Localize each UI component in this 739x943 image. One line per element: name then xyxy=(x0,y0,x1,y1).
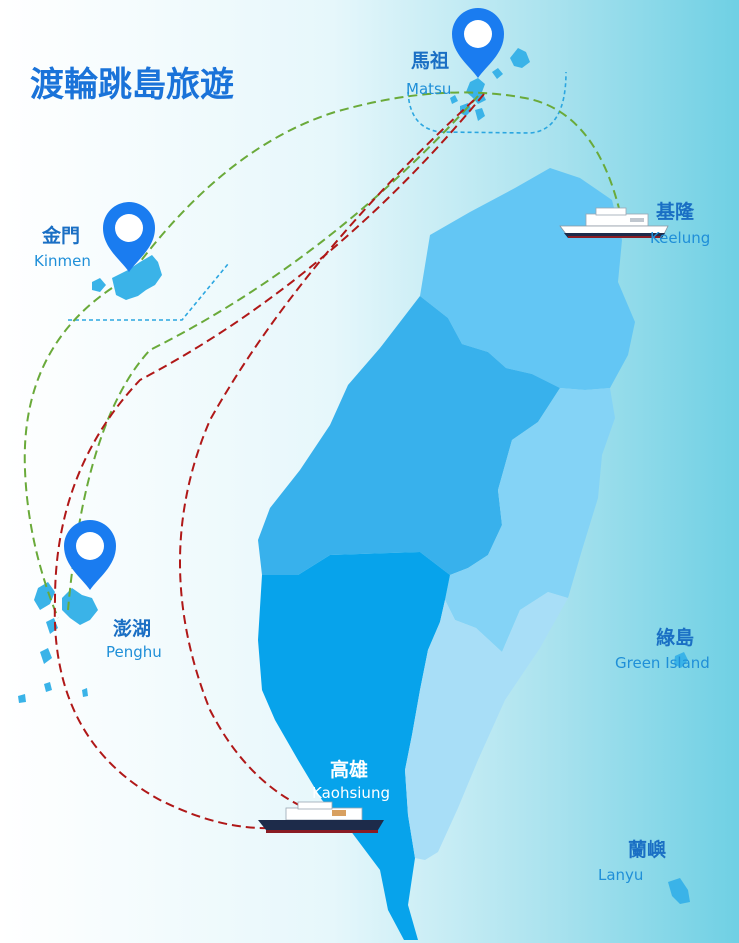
region-east xyxy=(445,388,615,652)
green-island-shape xyxy=(674,652,688,668)
label-matsu-zh: 馬祖 xyxy=(411,49,449,72)
map-title: 渡輪跳島旅遊 xyxy=(30,65,234,105)
label-kinmen-en: Kinmen xyxy=(34,252,91,270)
matsu-location-pin-icon xyxy=(452,8,504,78)
penghu-islands xyxy=(18,582,98,703)
taiwan-island xyxy=(258,168,635,940)
region-central xyxy=(258,296,560,575)
label-green-island-zh: 綠島 xyxy=(656,626,694,649)
red-routes xyxy=(53,93,485,830)
place-labels: 馬祖 Matsu 金門 Kinmen 基隆 Keelung 澎湖 Penghu … xyxy=(34,49,710,884)
keelung-ferry-ship-icon xyxy=(559,207,669,238)
label-green-island-en: Green Island xyxy=(615,654,710,672)
label-matsu-en: Matsu xyxy=(406,80,451,98)
green-routes xyxy=(23,91,624,619)
label-lanyu-en: Lanyu xyxy=(598,866,643,884)
label-kaohsiung-zh: 高雄 xyxy=(330,758,368,781)
label-keelung-zh: 基隆 xyxy=(655,200,695,223)
kinmen-islands xyxy=(92,255,162,300)
label-penghu-en: Penghu xyxy=(106,643,162,661)
label-kinmen-zh: 金門 xyxy=(41,224,80,247)
label-keelung-en: Keelung xyxy=(650,229,710,247)
region-south xyxy=(258,552,450,940)
kinmen-location-pin-icon xyxy=(103,202,155,272)
sea-boundaries xyxy=(68,71,567,321)
region-north xyxy=(420,168,635,390)
label-kaohsiung-en: Kaohsiung xyxy=(312,784,390,802)
penghu-location-pin-icon xyxy=(64,520,116,590)
label-penghu-zh: 澎湖 xyxy=(113,617,151,640)
lanyu-island-shape xyxy=(668,878,690,904)
kaohsiung-ferry-ship-icon xyxy=(258,801,384,833)
label-lanyu-zh: 蘭嶼 xyxy=(628,839,666,861)
region-southeast xyxy=(405,592,568,860)
